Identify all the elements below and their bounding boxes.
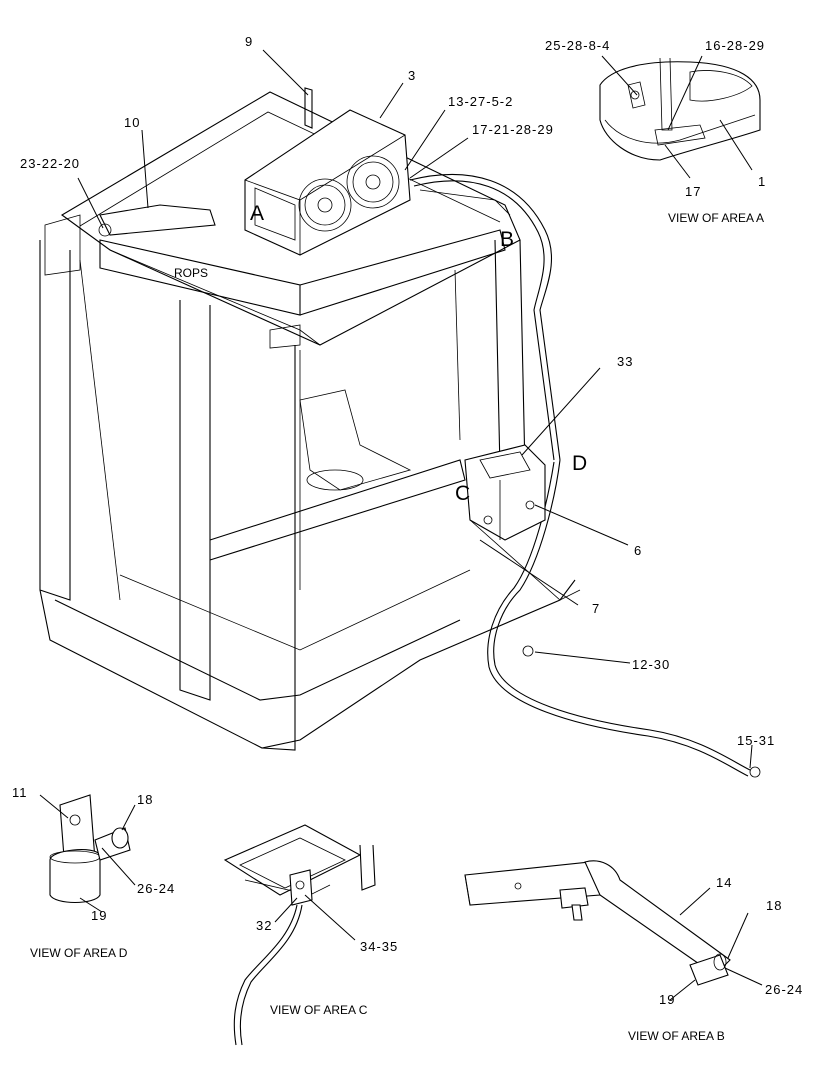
rops-label: ROPS xyxy=(174,266,208,280)
callout-34-35: 34-35 xyxy=(360,939,398,954)
fan-unit xyxy=(244,109,411,256)
area-letter-d: D xyxy=(572,452,587,475)
callout-13-27-5-2: 13-27-5-2 xyxy=(448,94,513,109)
area-letter-a: A xyxy=(250,202,264,225)
view-area-a xyxy=(599,57,761,161)
callout-17-21-28-29: 17-21-28-29 xyxy=(472,122,554,137)
view-area-b xyxy=(464,860,731,986)
leader-lines xyxy=(39,49,763,1001)
caption-view-area-b: VIEW OF AREA B xyxy=(628,1029,725,1043)
caption-view-area-a: VIEW OF AREA A xyxy=(668,211,764,225)
area-letter-b: B xyxy=(500,228,514,251)
callout-26-24-area-b: 26-24 xyxy=(765,982,803,997)
callout-18-area-b: 18 xyxy=(766,898,782,913)
callout-11: 11 xyxy=(12,785,28,800)
callout-16-28-29: 16-28-29 xyxy=(705,38,765,53)
area-letter-c: C xyxy=(455,482,470,505)
view-captions: ROPS VIEW OF AREA A VIEW OF AREA B VIEW … xyxy=(30,211,764,1043)
callout-19-area-b: 19 xyxy=(659,992,675,1007)
wiring-harness xyxy=(409,173,761,778)
callout-10: 10 xyxy=(124,115,140,130)
callout-33: 33 xyxy=(617,354,633,369)
callout-14: 14 xyxy=(716,875,732,890)
area-cd-bracket xyxy=(464,444,546,541)
area-letters: A B C D xyxy=(250,202,587,505)
callout-6: 6 xyxy=(634,543,642,558)
callout-9: 9 xyxy=(245,34,253,49)
callout-19-area-d: 19 xyxy=(91,908,107,923)
callout-12-30: 12-30 xyxy=(632,657,670,672)
caption-view-area-d: VIEW OF AREA D xyxy=(30,946,128,960)
callout-17: 17 xyxy=(685,184,701,199)
callout-labels: 9 3 10 13-27-5-2 17-21-28-29 23-22-20 25… xyxy=(12,34,803,1007)
callout-26-24-area-d: 26-24 xyxy=(137,881,175,896)
callout-23-22-20: 23-22-20 xyxy=(20,156,80,171)
part-9-stud xyxy=(304,87,313,129)
caption-view-area-c: VIEW OF AREA C xyxy=(270,1003,368,1017)
callout-18-area-d: 18 xyxy=(137,792,153,807)
callout-7: 7 xyxy=(592,601,600,616)
callout-25-28-8-4: 25-28-8-4 xyxy=(545,38,610,53)
callout-1: 1 xyxy=(758,174,766,189)
callout-3: 3 xyxy=(408,68,416,83)
callout-15-31: 15-31 xyxy=(737,733,775,748)
part-10-bracket xyxy=(99,204,216,236)
callout-32: 32 xyxy=(256,918,272,933)
view-area-d xyxy=(49,794,131,904)
